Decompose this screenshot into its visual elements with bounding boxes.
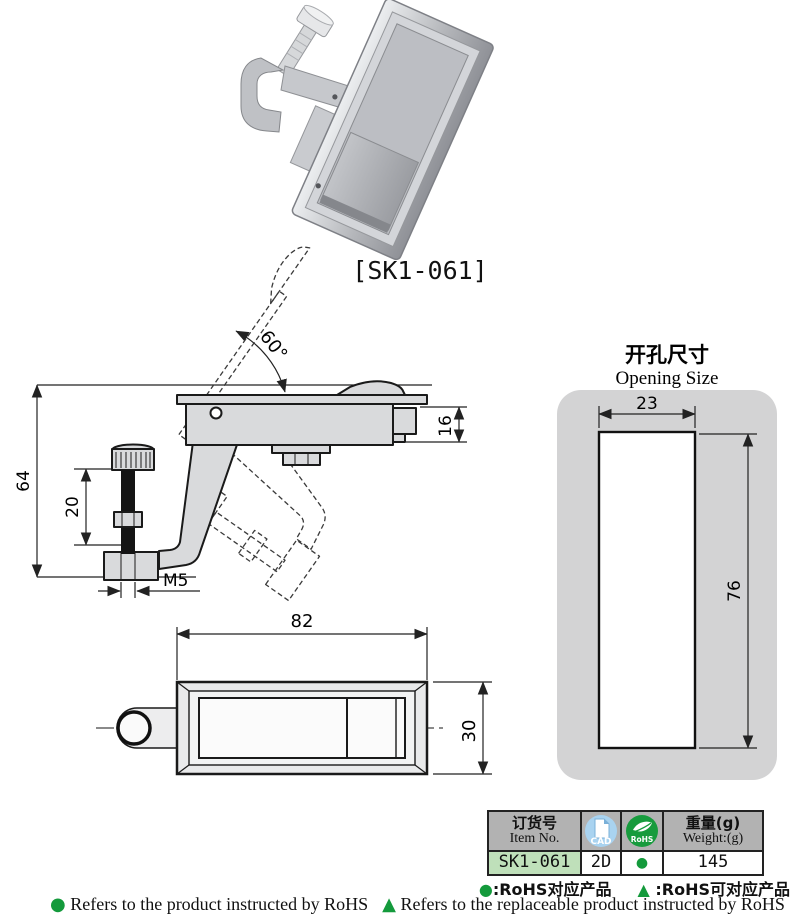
product-code-caption: [SK1-061] <box>352 256 488 285</box>
clamp-bracket <box>240 57 285 133</box>
item-no-header-cn: 订货号 <box>511 813 557 832</box>
rohs-en-tri-text: Refers to the replaceable product instru… <box>400 894 785 914</box>
cad-icon: CAD <box>585 815 617 847</box>
rohs-legend-en: ● Refers to the product instructed by Ro… <box>50 894 785 915</box>
dim-m5-label: M5 <box>163 571 188 591</box>
side-view-drawing: 64 20 M5 16 60° <box>14 246 467 602</box>
item-no-header-en: Item No. <box>509 830 560 846</box>
spec-table-header-row: 订货号 Item No. CAD RoHS 重量(g) Weight:(g) <box>489 812 762 852</box>
dim-82-label: 82 <box>291 611 314 632</box>
weight-cell: 145 <box>697 852 729 873</box>
green-dot-marker: ● <box>478 880 493 899</box>
opening-title-en: Opening Size <box>616 368 719 389</box>
item-no-header: 订货号 Item No. <box>489 812 582 850</box>
cad-icon-label: CAD <box>590 837 611 847</box>
weight-header: 重量(g) Weight:(g) <box>664 812 762 850</box>
rohs-legend-cn: ●:RoHS对应产品 ▲ :RoHS可对应产品 <box>479 876 790 900</box>
dim-60deg-label: 60° <box>255 327 291 365</box>
pivot-ring <box>116 710 152 746</box>
weight-header-cn: 重量(g) <box>685 813 741 832</box>
rohs-dot: ● <box>635 854 649 871</box>
dim-64-label: 64 <box>14 470 34 492</box>
cad-header: CAD <box>582 812 622 850</box>
dim-76-label: 76 <box>725 580 745 602</box>
product-photo <box>240 0 494 261</box>
green-triangle-marker: ▲ <box>637 880 650 899</box>
latch-body <box>289 0 494 261</box>
cad-cell: 2D <box>582 852 622 874</box>
green-triangle-marker-en: ▲ <box>382 894 397 915</box>
latch-frame <box>175 680 429 776</box>
rohs-cell: ● <box>622 852 664 874</box>
adjust-screw <box>276 4 334 78</box>
front-view-drawing: 82 30 <box>96 611 492 776</box>
item-no-cell: SK1-061 <box>489 852 582 874</box>
rohs-en-dot-text: Refers to the product instructed by RoHS <box>70 894 369 914</box>
rohs-header: RoHS <box>622 812 664 850</box>
rohs-cn-tri-text: :RoHS可对应产品 <box>655 880 790 899</box>
cutout-rect <box>597 430 697 750</box>
rohs-cn-dot-text: :RoHS对应产品 <box>492 880 612 899</box>
dim-30-label: 30 <box>459 720 480 743</box>
dim-20-label: 20 <box>63 496 83 518</box>
weight-header-en: Weight:(g) <box>682 830 744 846</box>
dim-23-label: 23 <box>636 394 658 414</box>
opening-title-cn: 开孔尺寸 <box>625 343 709 367</box>
spec-table-data-row: SK1-061 2D ● 145 <box>489 852 762 874</box>
green-dot-marker-en: ● <box>50 894 66 915</box>
opening-size-drawing: 开孔尺寸 Opening Size 23 76 <box>557 343 777 780</box>
dim-16-label: 16 <box>436 415 456 437</box>
spec-table: 订货号 Item No. CAD RoHS 重量(g) Weight:(g) <box>487 810 764 876</box>
rohs-icon-label: RoHS <box>631 835 654 844</box>
rohs-icon: RoHS <box>626 815 658 847</box>
